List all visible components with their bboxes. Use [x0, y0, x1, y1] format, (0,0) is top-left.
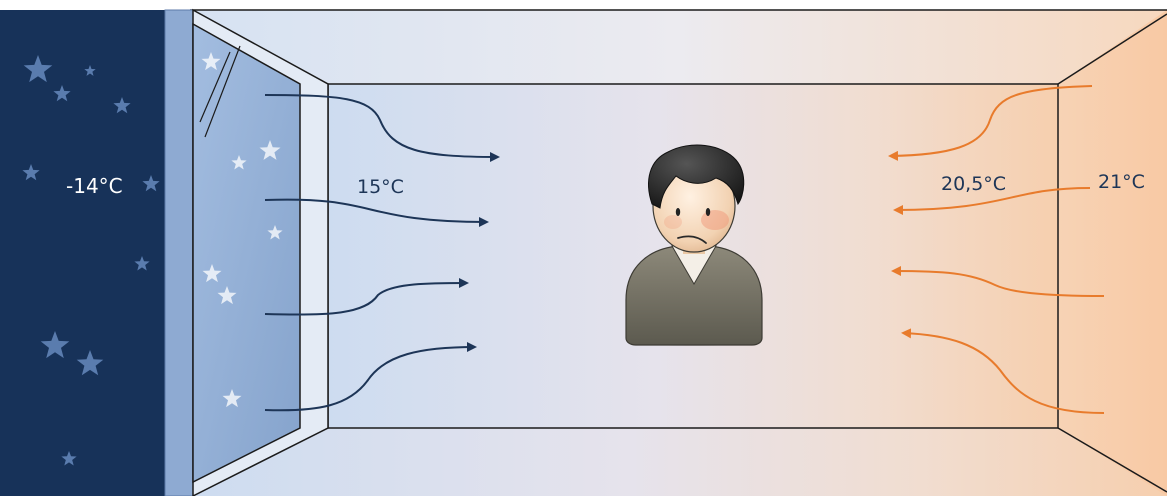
person-cheek: [664, 215, 682, 229]
person-eye: [676, 208, 680, 216]
night-sky: [0, 10, 167, 496]
wall-temperature-label: 21°C: [1098, 171, 1145, 193]
window-side-temperature-label: 15°C: [357, 176, 404, 198]
window-glass: [193, 24, 300, 482]
right-wall: [1058, 10, 1167, 496]
outside-night: [0, 10, 167, 496]
person-eye: [706, 208, 710, 216]
person-cheek: [701, 210, 729, 230]
window: [165, 10, 328, 496]
outside-temperature-label: -14°C: [66, 174, 123, 198]
room-side-temperature-label: 20,5°C: [941, 173, 1006, 195]
ceiling: [190, 10, 1167, 84]
window-frame: [165, 10, 193, 496]
